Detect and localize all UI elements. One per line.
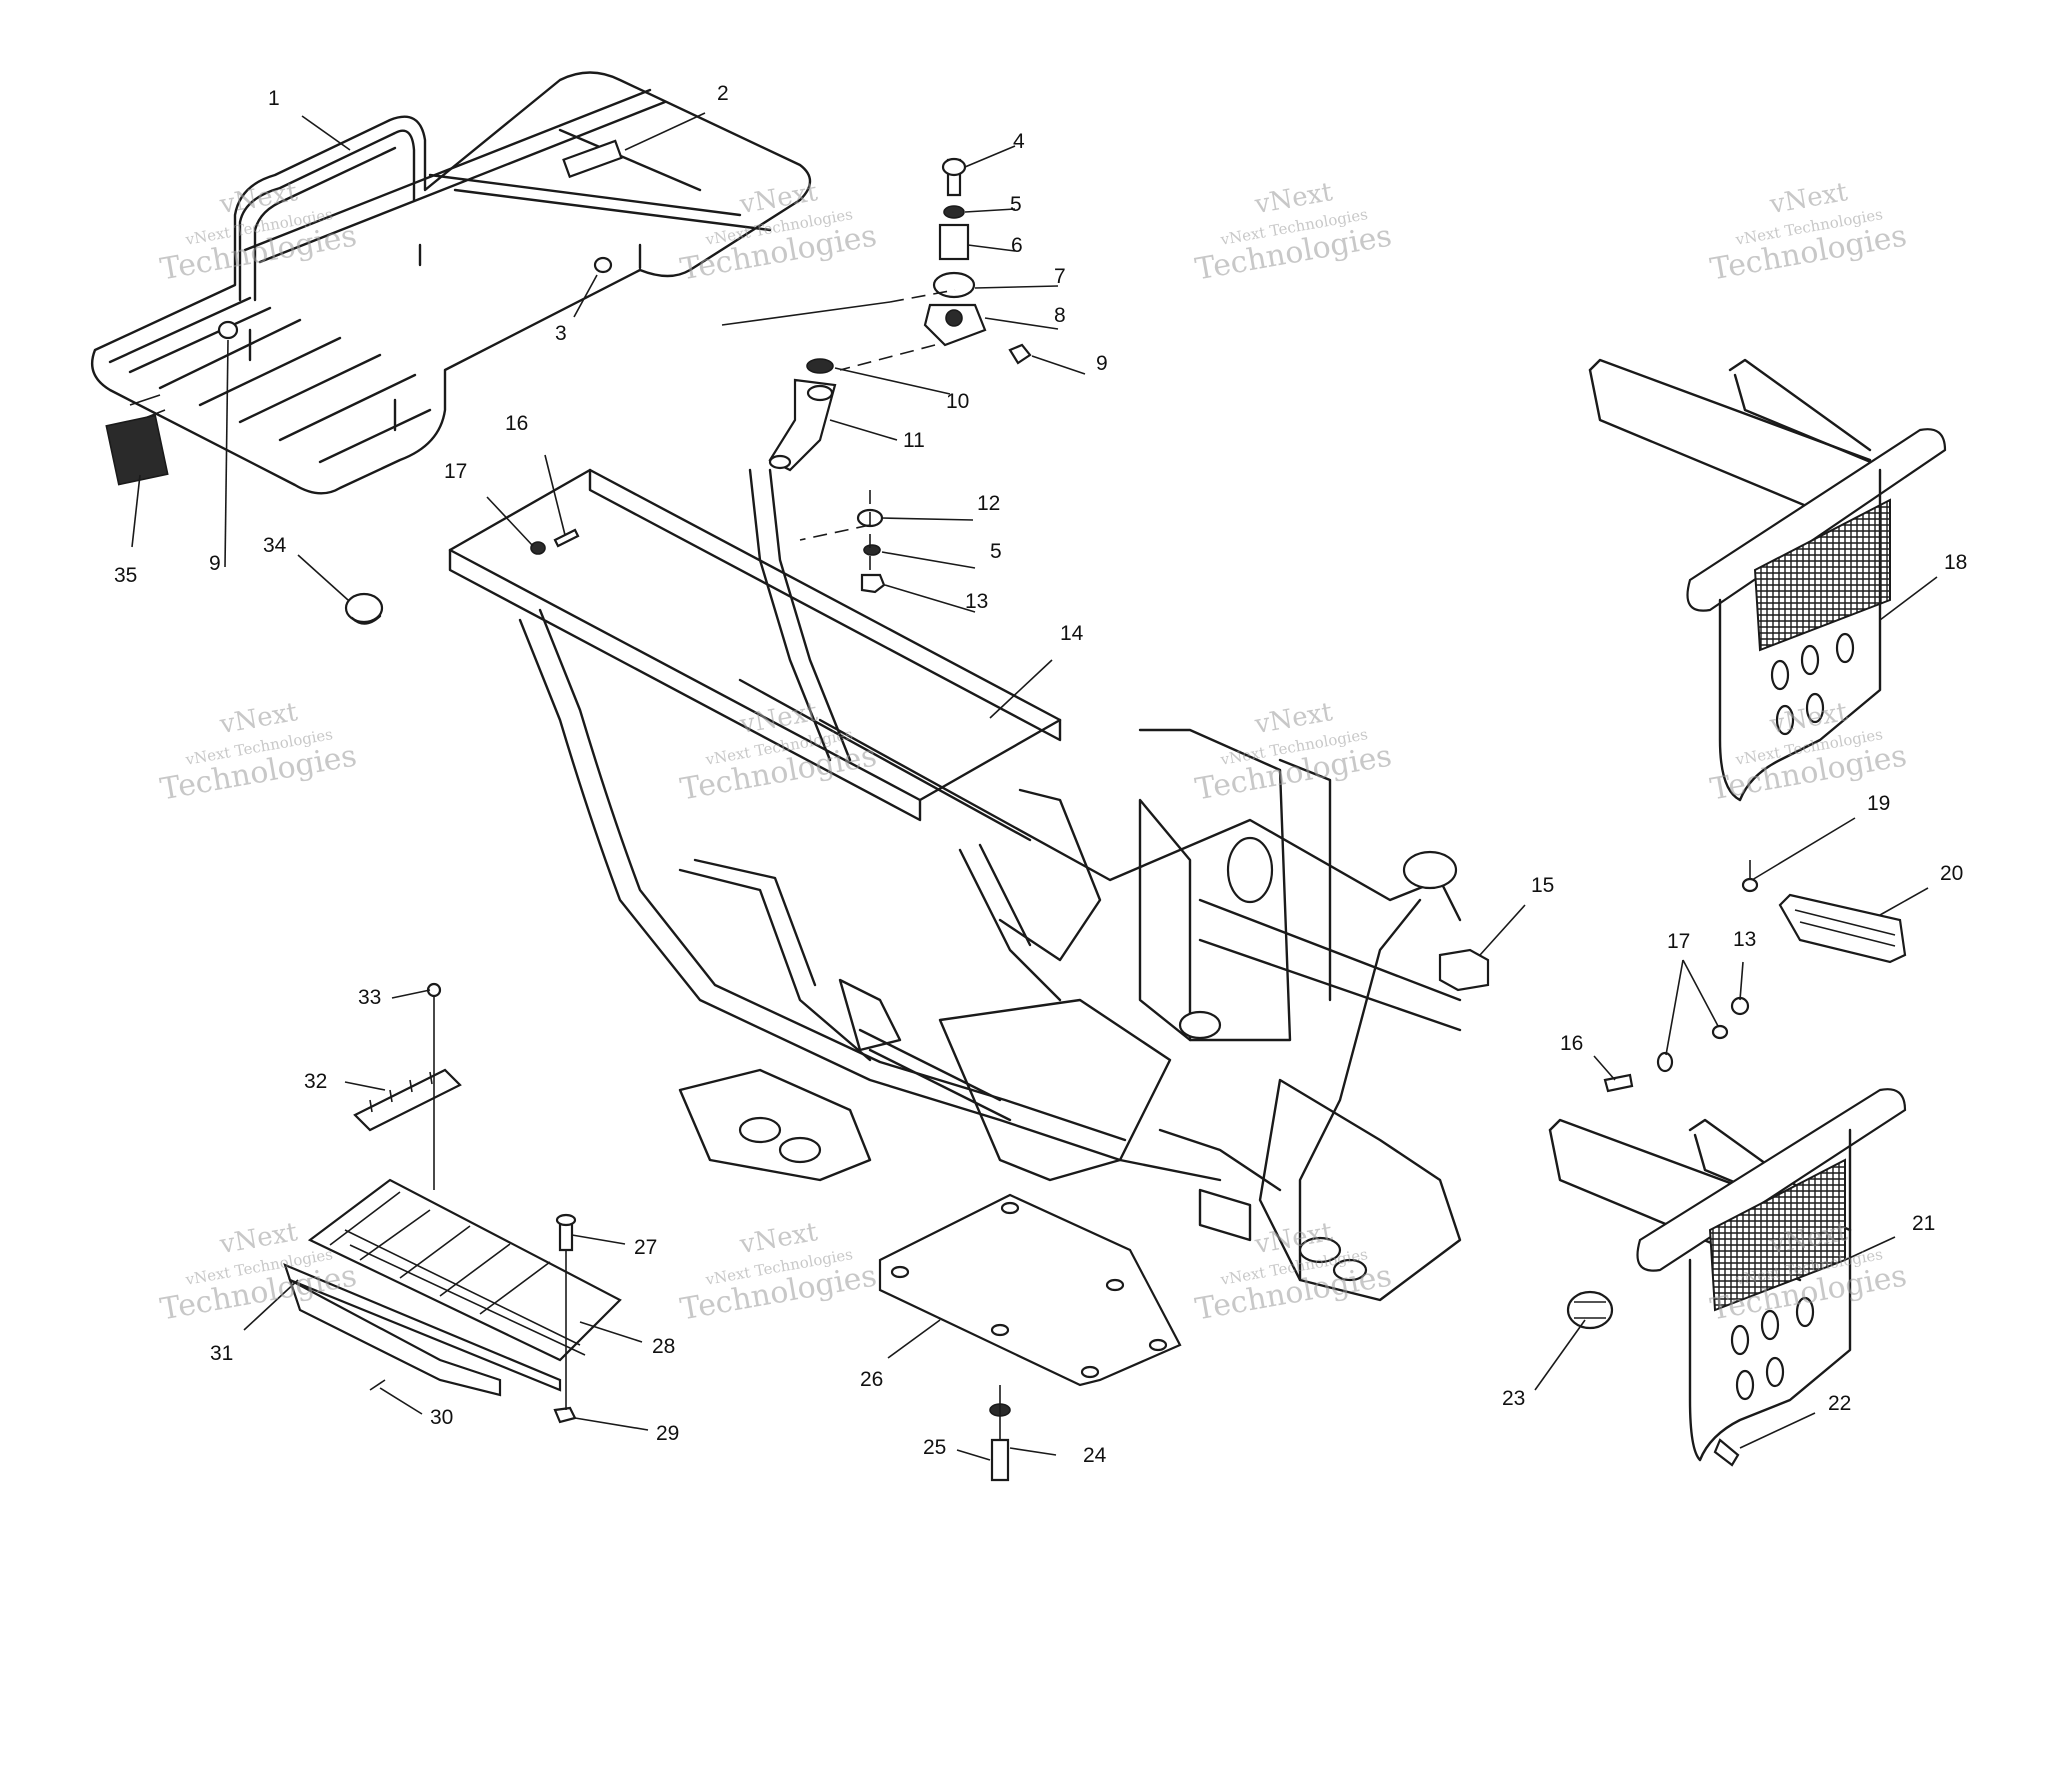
bolt-3	[593, 256, 613, 274]
callout-7: 7	[1054, 265, 1066, 288]
callout-18: 18	[1944, 551, 1967, 574]
callout-9: 9	[1096, 352, 1108, 375]
watermark: vNext vNext Technologies Technologies	[1193, 697, 1395, 807]
callout-9b: 9	[209, 552, 221, 575]
nut-9	[217, 320, 239, 340]
callout-22: 22	[1828, 1392, 1851, 1415]
callout-26: 26	[860, 1368, 883, 1391]
callout-17b: 17	[1667, 930, 1690, 953]
watermarks: vNext vNext Technologies Technologies vN…	[158, 177, 1910, 1327]
callout-24: 24	[1083, 1444, 1107, 1467]
callout-27: 27	[634, 1236, 657, 1259]
callout-6: 6	[1011, 234, 1023, 257]
callout-25: 25	[923, 1436, 946, 1459]
callout-13: 13	[965, 590, 988, 613]
main-frame	[448, 468, 1462, 1302]
callout-13b: 13	[1733, 928, 1756, 951]
callout-4: 4	[1013, 130, 1025, 153]
footrest-bracket-32	[353, 1068, 462, 1132]
callout-5: 5	[1010, 193, 1022, 216]
callout-3: 3	[555, 322, 567, 345]
callout-2: 2	[717, 82, 729, 105]
nut-17	[530, 541, 546, 555]
lock-washer-5	[863, 544, 881, 556]
callout-33: 33	[358, 986, 381, 1009]
nut-13	[860, 573, 886, 594]
bumper-15	[1438, 948, 1490, 992]
callout-35: 35	[114, 564, 137, 587]
rivet-30	[369, 1379, 386, 1391]
callout-17: 17	[444, 460, 467, 483]
callout-8: 8	[1054, 304, 1066, 327]
callout-15: 15	[1531, 874, 1554, 897]
footrest-28	[283, 1178, 622, 1392]
footrest-20	[1778, 893, 1907, 964]
cap-34	[344, 592, 384, 625]
watermark: vNext vNext Technologies Technologies	[678, 1217, 880, 1327]
rear-rack	[90, 71, 812, 495]
watermark: vNext vNext Technologies Technologies	[1193, 1217, 1395, 1327]
callout-21: 21	[1912, 1212, 1935, 1235]
callout-11: 11	[903, 429, 925, 452]
bolt-16b	[1603, 1073, 1634, 1093]
leader-lines	[131, 112, 1938, 1461]
hitch-23	[1566, 1290, 1614, 1330]
callout-20: 20	[1940, 862, 1963, 885]
callout-16: 16	[505, 412, 528, 435]
watermark: vNext vNext Technologies Technologies	[158, 697, 360, 807]
washer-17	[1656, 1051, 1674, 1073]
nut-29	[553, 1406, 577, 1424]
washer-10	[806, 358, 834, 374]
watermark: vNext vNext Technologies Technologies	[158, 177, 360, 287]
rack-mount-hardware	[923, 157, 1032, 365]
callout-12: 12	[977, 492, 1000, 515]
callout-19: 19	[1867, 792, 1890, 815]
bracket-11	[768, 378, 837, 472]
bolt-16	[553, 528, 580, 548]
callout-34: 34	[263, 534, 287, 557]
watermark: vNext vNext Technologies Technologies	[1193, 177, 1395, 287]
watermark: vNext vNext Technologies Technologies	[1708, 697, 1910, 807]
callout-5b: 5	[990, 540, 1002, 563]
callout-labels: 1 2 3 4 5 6 7 8 9 10 11 12 5 13 14 16 17…	[114, 82, 1967, 1467]
callout-29: 29	[656, 1422, 679, 1445]
callout-14: 14	[1060, 622, 1084, 645]
callout-1: 1	[268, 87, 280, 110]
callout-30: 30	[430, 1406, 453, 1429]
nut-13b	[1730, 996, 1750, 1016]
nut-17b	[1711, 1024, 1729, 1040]
callout-10: 10	[946, 390, 969, 413]
step-plate-31	[288, 1277, 502, 1397]
watermark: vNext vNext Technologies Technologies	[678, 177, 880, 287]
callout-28: 28	[652, 1335, 675, 1358]
callout-23: 23	[1502, 1387, 1525, 1410]
callout-16b: 16	[1560, 1032, 1583, 1055]
callout-32: 32	[304, 1070, 327, 1093]
bolt-22	[1713, 1438, 1740, 1467]
rear-bumper	[1548, 1088, 1907, 1462]
watermark: vNext vNext Technologies Technologies	[1708, 177, 1910, 287]
bolt-25	[990, 1438, 1010, 1482]
skid-plate-26	[878, 1193, 1182, 1387]
front-bumper	[1588, 358, 1947, 802]
watermark: vNext vNext Technologies Technologies	[678, 697, 880, 807]
reflector	[105, 414, 169, 486]
callout-31: 31	[210, 1342, 233, 1365]
